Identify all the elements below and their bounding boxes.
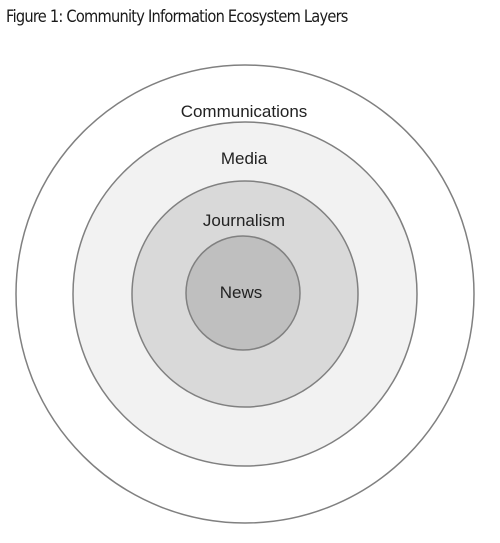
news-circle [185, 235, 301, 351]
communications-label: Communications [181, 102, 308, 121]
figure-title: Figure 1: Community Information Ecosyste… [6, 7, 348, 27]
layer-news: News [185, 235, 301, 351]
news-label: News [220, 283, 263, 302]
media-label: Media [221, 149, 268, 168]
journalism-label: Journalism [203, 211, 285, 230]
